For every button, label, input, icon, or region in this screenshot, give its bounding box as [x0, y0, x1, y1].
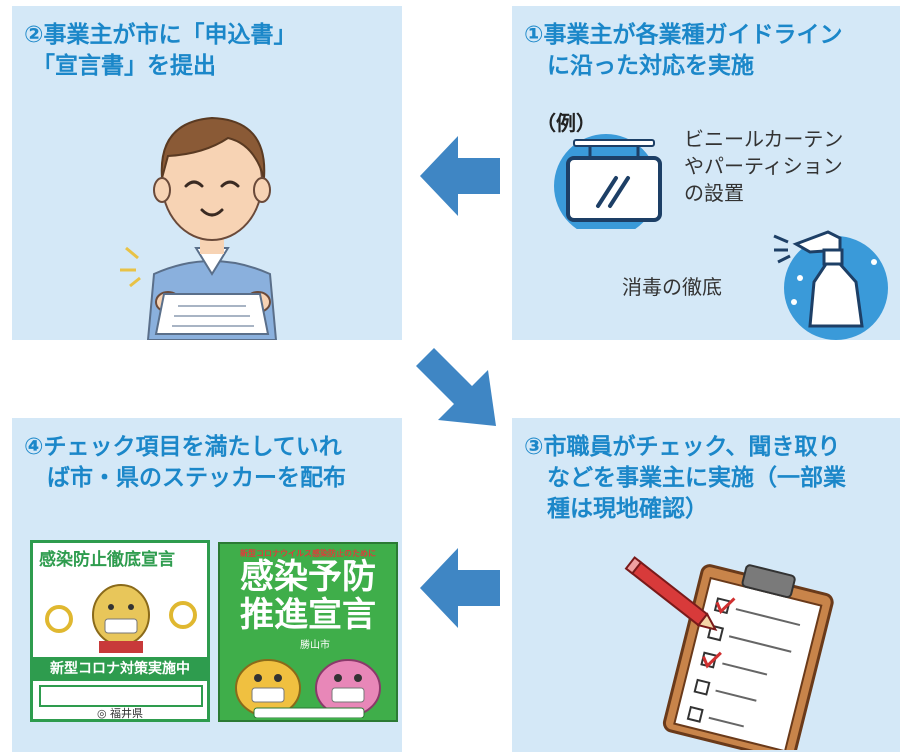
prefecture-sticker-title: 感染防止徹底宣言	[39, 550, 175, 570]
city-sticker-headline-2: 推進宣言	[240, 595, 376, 635]
business-owner-illustration	[108, 98, 318, 340]
prefecture-sticker: 感染防止徹底宣言 新型コロナ対策実施中 ◎ 福井県	[30, 540, 210, 722]
city-sticker: 新型コロナウイルス感染防止のために 感染予防 推進宣言 勝山市	[218, 542, 398, 722]
step-4-title: ④チェック項目を満たしていれ ば市・県のステッカーを配布	[24, 434, 346, 491]
city-sticker-city: 勝山市	[300, 640, 330, 651]
arrow-left-top	[420, 136, 500, 216]
example-disinfection-text: 消毒の徹底	[622, 275, 722, 299]
arrow-down-right	[410, 340, 500, 430]
city-sticker-headline-1: 感染予防	[240, 557, 376, 597]
step-3-panel: ③市職員がチェック、聞き取り などを事業主に実施（一部業 種は現地確認）	[512, 418, 900, 752]
example-label: （例）	[536, 111, 596, 135]
example-partition-text: ビニールカーテン やパーティション の設置	[684, 127, 844, 205]
step-4-panel: ④チェック項目を満たしていれ ば市・県のステッカーを配布 感染防止徹底宣言 新型…	[12, 418, 402, 752]
step-1-title: ①事業主が各業種ガイドライン に沿った対応を実施	[524, 22, 843, 79]
prefecture-sticker-band: 新型コロナ対策実施中	[33, 657, 207, 681]
step-2-title: ②事業主が市に「申込書」 「宣言書」を提出	[24, 22, 297, 79]
arrow-left-bottom	[420, 548, 500, 628]
step-1-panel: ①事業主が各業種ガイドライン に沿った対応を実施 （例） ビニールカーテン やパ…	[512, 6, 900, 340]
step-3-title: ③市職員がチェック、聞き取り などを事業主に実施（一部業 種は現地確認）	[524, 434, 846, 522]
city-sticker-top: 新型コロナウイルス感染防止のために	[240, 549, 376, 558]
step-2-panel: ②事業主が市に「申込書」 「宣言書」を提出	[12, 6, 402, 340]
spray-bottle-icon	[770, 222, 890, 340]
partition-icon	[554, 134, 674, 229]
checklist-clipboard-icon	[620, 550, 840, 750]
prefecture-sticker-footer: ◎ 福井県	[96, 707, 144, 720]
